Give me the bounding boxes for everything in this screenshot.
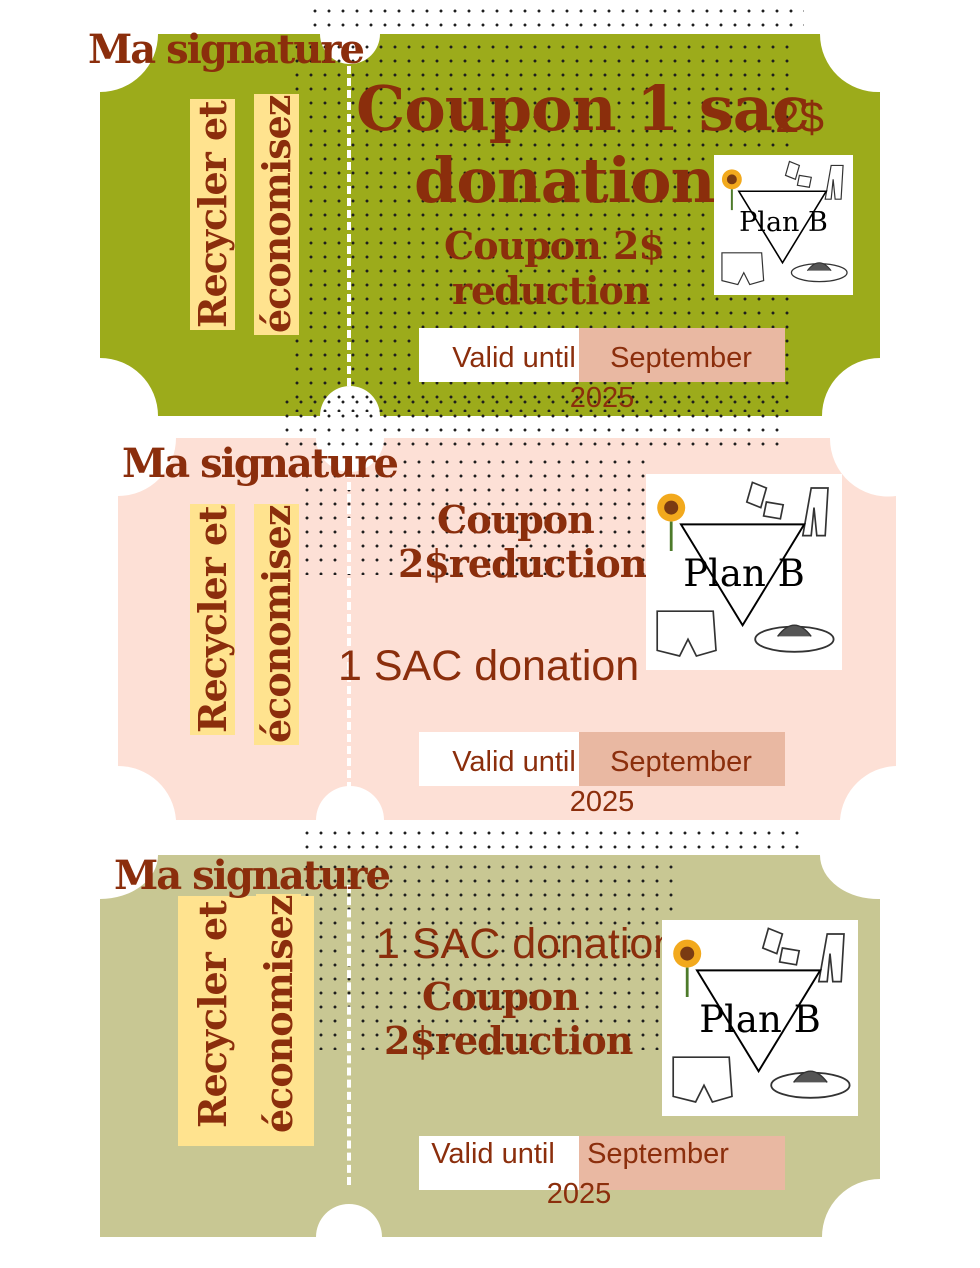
reduction-line-2: 2$reduction xyxy=(398,541,647,586)
valid-label: Valid until xyxy=(431,1138,555,1170)
validity-box xyxy=(419,732,785,786)
valid-month: September xyxy=(610,746,752,778)
slogan-line-2: économisez xyxy=(256,893,301,1135)
slogan-line-2: économisez xyxy=(254,93,299,335)
coupon-title-line-2: donation xyxy=(414,144,716,217)
brand-name: Plan B xyxy=(699,998,821,1041)
brand-name: Plan B xyxy=(683,552,805,595)
slogan-line-2: économisez xyxy=(254,503,299,745)
reduction-line-2: 2$reduction xyxy=(384,1018,633,1063)
reduction-line-1: Coupon xyxy=(437,497,595,542)
perforation-line xyxy=(347,470,351,790)
signature-label: Ma signature xyxy=(114,852,391,899)
reduction-line-2: reduction xyxy=(452,268,650,313)
clothing-illustration xyxy=(656,481,835,657)
valid-month: September xyxy=(587,1138,729,1170)
valid-year: 2025 xyxy=(546,1178,612,1210)
validity-box xyxy=(419,1136,785,1190)
sac-donation-text: 1 SAC donation xyxy=(376,920,678,968)
reduction-line-1: Coupon 2$ xyxy=(444,223,665,268)
dot-pattern xyxy=(308,4,804,34)
plan-b-logo: Plan B xyxy=(662,920,858,1116)
valid-year: 2025 xyxy=(569,786,635,818)
sac-donation-text: 1 SAC donation xyxy=(338,642,640,690)
plan-b-logo: Plan B xyxy=(646,474,842,670)
slogan-line-1: Recycler et xyxy=(190,504,235,735)
valid-month: September xyxy=(610,342,752,374)
brand-name: Plan B xyxy=(739,207,828,238)
slogan-line-1: Recycler et xyxy=(190,899,235,1130)
plan-b-logo: Plan B xyxy=(714,155,853,295)
signature-label: Ma signature xyxy=(122,440,399,487)
price-label: 2$ xyxy=(775,93,824,142)
clothing-illustration xyxy=(672,927,851,1103)
coupon-title-line-1: Coupon 1 sac xyxy=(356,72,810,145)
signature-label: Ma signature xyxy=(88,26,365,73)
slogan-line-1: Recycler et xyxy=(190,99,235,330)
valid-label: Valid until xyxy=(452,746,576,778)
valid-year: 2025 xyxy=(569,382,635,414)
reduction-line-1: Coupon xyxy=(422,974,580,1019)
